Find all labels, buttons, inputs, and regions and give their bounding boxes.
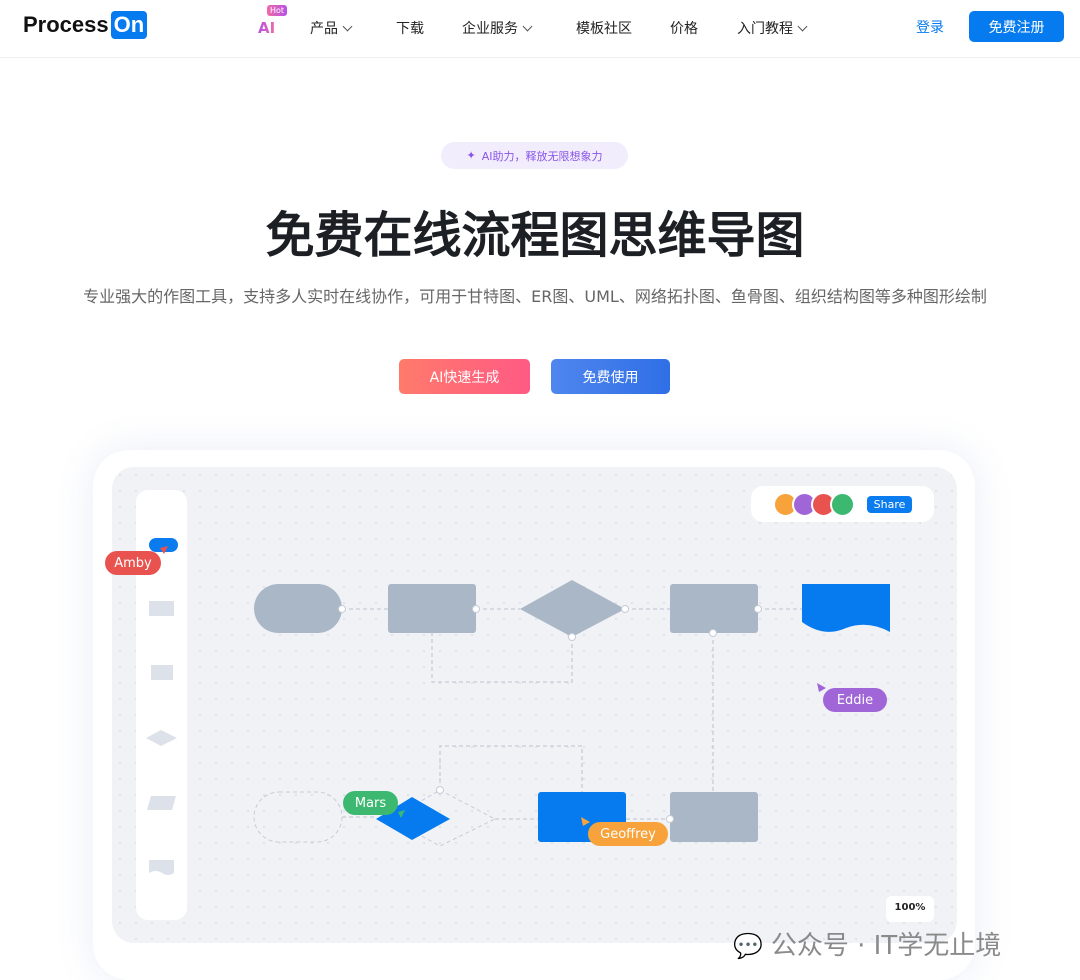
hot-badge: Hot [267,5,288,16]
process-box [670,792,758,842]
cursor-label-amby: Amby [105,551,161,575]
cursor-label-eddie: Eddie [823,688,887,712]
dashed-terminal [253,791,343,843]
nav-ai[interactable]: AI [258,19,276,37]
nav-templates[interactable]: 模板社区 [576,18,632,38]
toolbar-parallelogram-icon [147,796,176,810]
demo-canvas [112,467,957,943]
process-box [670,584,758,633]
cursor-icon [398,810,405,818]
document-shape [802,584,890,632]
cursor-icon [581,817,590,826]
login-link[interactable]: 登录 [916,20,944,36]
nav-label: 下载 [396,21,424,37]
nav-label: 入门教程 [737,21,793,37]
toolbar-document-icon [149,860,174,875]
ai-generate-button[interactable]: AI快速生成 [399,359,530,394]
subtitle: 专业强大的作图工具，支持多人实时在线协作，可用于甘特图、ER图、UML、网络拓扑… [83,287,987,306]
nav-label: 模板社区 [576,21,632,37]
avatar [830,492,855,517]
share-button[interactable]: Share [867,496,912,513]
nav-label: 产品 [310,21,338,37]
toolbar-shapes [146,601,177,875]
sparkle-icon: ✦ [466,149,476,162]
nav-product[interactable]: 产品 [310,18,353,38]
pill-text: AI助力，释放无限想象力 [481,149,603,163]
nav-enterprise[interactable]: 企业服务 [462,18,533,38]
register-button[interactable]: 免费注册 [969,11,1064,42]
toolbar-selected-shape [149,538,178,552]
zoom-level[interactable]: 100% [886,896,934,922]
toolbar-rect-icon [149,601,174,616]
process-box [388,584,476,633]
nav-pricing[interactable]: 价格 [670,18,698,38]
cursor-label-mars: Mars [343,791,398,815]
toolbar-process-icon [151,665,173,680]
nav-label: 企业服务 [462,21,518,37]
page-title: 免费在线流程图思维导图 [265,207,805,264]
cursor-icon [817,683,826,692]
nav-download[interactable]: 下载 [396,18,424,38]
nav-label: 价格 [670,21,698,37]
watermark-text: 公众号 · IT学无止境 [770,931,1002,961]
logo-text: Process [23,12,109,37]
nav-tutorial[interactable]: 入门教程 [737,18,808,38]
watermark: 💬公众号 · IT学无止境 [733,931,1001,961]
free-use-button[interactable]: 免费使用 [551,359,670,394]
ai-pill[interactable]: ✦ AI助力，释放无限想象力 [441,142,628,169]
toolbar-diamond-icon [146,730,177,746]
logo-badge: On [110,11,148,39]
connection-points [338,605,762,823]
cursor-icon [160,546,168,554]
decision-diamond [520,580,625,637]
start-terminal [254,584,342,633]
cursor-label-geoffrey: Geoffrey [588,822,668,846]
connectors [342,608,802,820]
wechat-icon: 💬 [733,932,763,960]
